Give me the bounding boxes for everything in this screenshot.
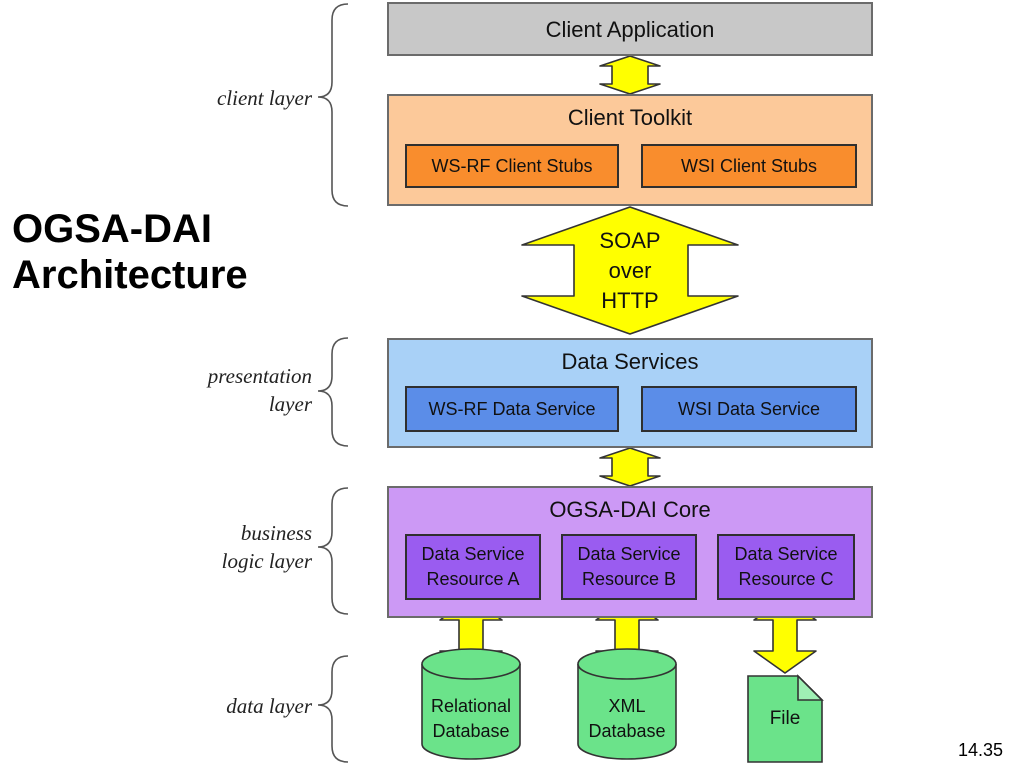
soap-arrow (521, 206, 739, 335)
wsi-client-stubs-box: WSI Client Stubs (641, 144, 857, 188)
ogsa-dai-core-box: OGSA-DAI Core Data Service Resource A Da… (387, 486, 873, 618)
business-layer-label: business logic layer (221, 521, 312, 573)
client-application-label: Client Application (545, 17, 715, 42)
data-services-title: Data Services (561, 349, 699, 374)
app-toolkit-arrow (599, 55, 661, 95)
resource-b-box: Data Service Resource B (561, 534, 697, 600)
data-layer-brace (317, 655, 349, 763)
client-layer-brace (317, 3, 349, 207)
slide-title-line-1: OGSA-DAI (12, 207, 212, 251)
resource-c-box: Data Service Resource C (717, 534, 855, 600)
wsi-data-service-box: WSI Data Service (641, 386, 857, 432)
presentation-layer-label: presentation layer (207, 364, 312, 416)
relational-database-cylinder (421, 648, 521, 760)
page-number: 14.35 (958, 740, 1004, 760)
services-core-arrow (599, 447, 661, 487)
resource-a-box: Data Service Resource A (405, 534, 541, 600)
business-layer-brace (317, 487, 349, 615)
data-services-box: Data Services WS-RF Data Service WSI Dat… (387, 338, 873, 448)
ws-rf-client-stubs-box: WS-RF Client Stubs (405, 144, 619, 188)
relational-database-label: Relational Database (430, 696, 512, 741)
file-document (747, 674, 824, 763)
ws-rf-data-service-box: WS-RF Data Service (405, 386, 619, 432)
client-toolkit-title: Client Toolkit (567, 105, 693, 130)
ogsa-dai-core-title: OGSA-DAI Core (549, 497, 711, 522)
file-label: File (769, 708, 801, 729)
client-application-box: Client Application (387, 2, 873, 56)
slide-title: OGSA-DAI Architecture (12, 206, 248, 298)
xml-database-cylinder (577, 648, 677, 760)
presentation-layer-brace (317, 337, 349, 447)
client-toolkit-box: Client Toolkit WS-RF Client Stubs WSI Cl… (387, 94, 873, 206)
client-layer-label: client layer (216, 86, 312, 110)
xml-database-label: XML Database (588, 696, 666, 741)
data-layer-label: data layer (226, 694, 312, 718)
slide-title-line-2: Architecture (12, 253, 248, 297)
soap-over-http-label: SOAP over HTTP (599, 228, 661, 313)
